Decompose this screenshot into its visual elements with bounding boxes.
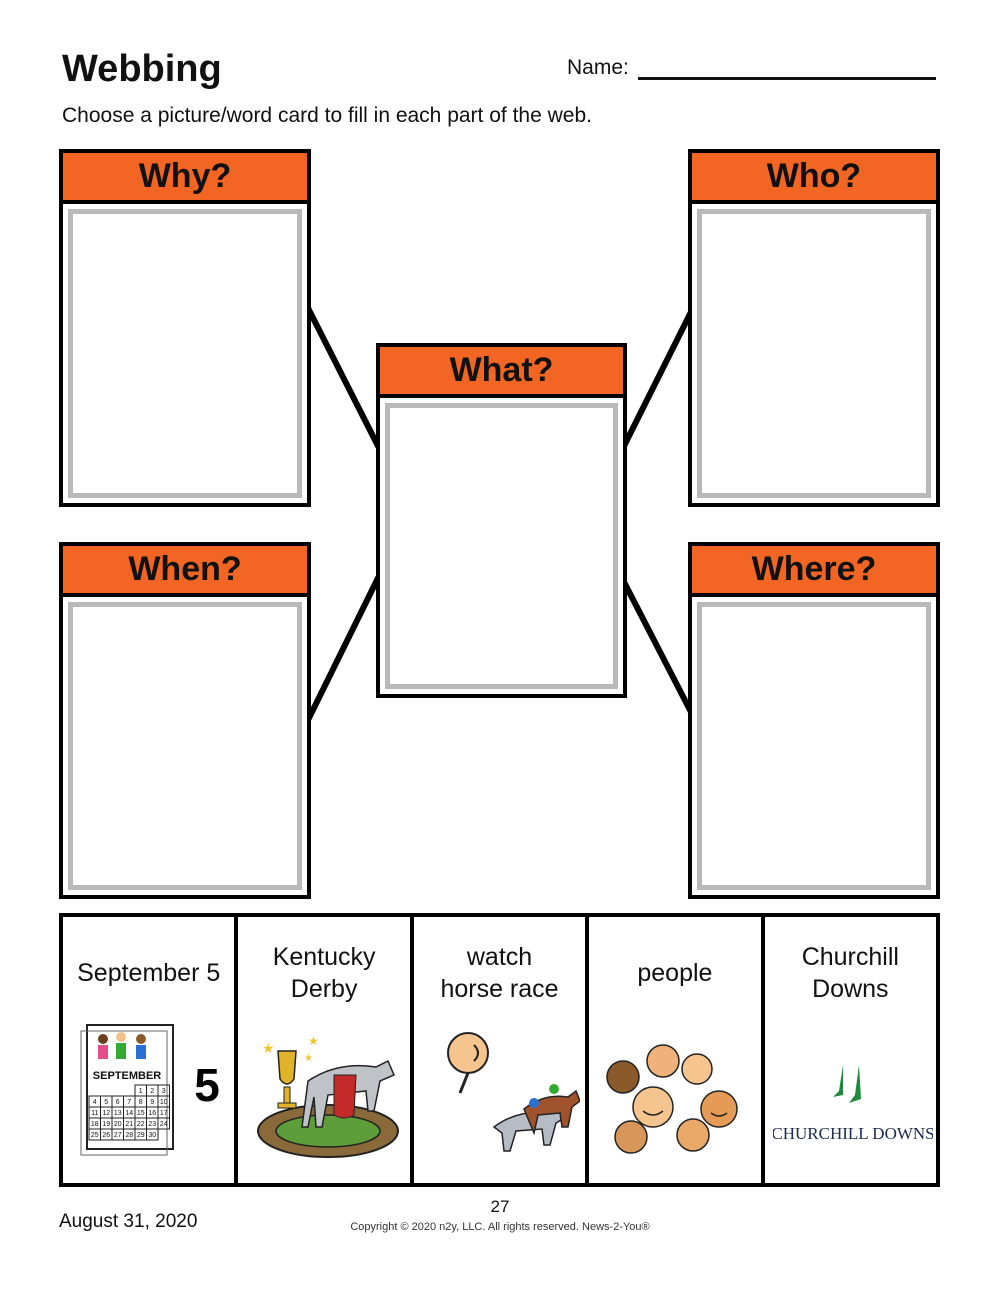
calendar-day-label: 22 — [137, 1121, 145, 1128]
copyright: Copyright © 2020 n2y, LLC. All rights re… — [350, 1221, 650, 1233]
connector-why-what — [305, 305, 381, 449]
connector-who-what — [621, 309, 694, 449]
svg-text:★: ★ — [304, 1053, 313, 1064]
calendar-day-label: 20 — [114, 1121, 122, 1128]
why-header: Why? — [63, 153, 307, 204]
calendar-day-label: 15 — [137, 1110, 145, 1117]
churchill-downs-logo: CHURCHILL DOWNS — [773, 1065, 933, 1143]
what-drop-slot[interactable] — [385, 403, 618, 689]
card-label: September 5 — [77, 959, 221, 987]
where-drop-slot[interactable] — [697, 602, 931, 890]
svg-text:CHURCHILL DOWNS: CHURCHILL DOWNS — [773, 1124, 933, 1143]
derby-trophy-horse-icon: ★ ★ ★ — [257, 1034, 400, 1158]
calendar-day-label: 24 — [160, 1121, 168, 1128]
big-date-number: 5 — [194, 1059, 220, 1111]
calendar-day-label: 28 — [125, 1132, 133, 1139]
footer-date: August 31, 2020 — [59, 1211, 198, 1232]
who-header: Who? — [692, 153, 936, 204]
calendar-day-label: 6 — [116, 1099, 120, 1106]
svg-text:★: ★ — [262, 1041, 275, 1057]
calendar-day-label: 3 — [162, 1088, 166, 1095]
calendar-day-label: 21 — [125, 1121, 133, 1128]
calendar-day-label: 27 — [114, 1132, 122, 1139]
calendar-day-label: 26 — [102, 1132, 110, 1139]
calendar-day-label: 17 — [160, 1110, 168, 1117]
calendar-day-label: 9 — [150, 1099, 154, 1106]
calendar-day-label: 14 — [125, 1110, 133, 1117]
where-header: Where? — [692, 546, 936, 597]
watch-horse-race-icon — [446, 1032, 580, 1152]
connector-when-what — [305, 575, 381, 723]
svg-text:SEPTEMBER: SEPTEMBER — [93, 1070, 162, 1082]
svg-text:★: ★ — [308, 1034, 319, 1048]
what-box: What? — [376, 343, 627, 698]
when-header: When? — [63, 546, 307, 597]
instructions: Choose a picture/word card to fill in ea… — [62, 104, 592, 127]
calendar-day-label: 13 — [114, 1110, 122, 1117]
why-box: Why? — [59, 149, 311, 507]
when-box: When? — [59, 542, 311, 899]
calendar-day-label: 23 — [148, 1121, 156, 1128]
page-number: 27 — [490, 1197, 510, 1216]
why-drop-slot[interactable] — [68, 209, 302, 498]
when-drop-slot[interactable] — [68, 602, 302, 890]
name-label: Name: — [567, 56, 629, 79]
calendar-day-cell — [157, 1117, 170, 1130]
page-title: Webbing — [62, 48, 222, 90]
calendar-day-label: 7 — [127, 1099, 131, 1106]
calendar-day-label: 2 — [150, 1088, 154, 1095]
calendar-day-label: 18 — [91, 1121, 99, 1128]
calendar-day-label: 19 — [102, 1121, 110, 1128]
calendar-day-label: 30 — [148, 1132, 156, 1139]
calendar-day-label: 4 — [93, 1099, 97, 1106]
card-people[interactable]: people — [589, 917, 765, 1183]
card-label: people — [637, 959, 713, 987]
calendar-day-label: 16 — [148, 1110, 156, 1117]
calendar-day-label: 29 — [137, 1132, 145, 1139]
people-faces-icon — [606, 1044, 738, 1154]
where-box: Where? — [688, 542, 940, 899]
calendar-day-label: 5 — [104, 1099, 108, 1106]
calendar-day-label: 10 — [160, 1099, 168, 1106]
what-header: What? — [380, 347, 623, 398]
name-line[interactable] — [638, 77, 936, 80]
calendar-day-label: 12 — [102, 1110, 110, 1117]
calendar-day-label: 25 — [91, 1132, 99, 1139]
who-box: Who? — [688, 149, 940, 507]
calendar-day-label: 11 — [91, 1110, 98, 1117]
connector-where-what — [621, 579, 694, 715]
calendar-day-cell — [146, 1128, 159, 1141]
calendar-day-label: 1 — [139, 1088, 143, 1095]
who-drop-slot[interactable] — [697, 209, 931, 498]
calendar-day-label: 8 — [139, 1099, 143, 1106]
